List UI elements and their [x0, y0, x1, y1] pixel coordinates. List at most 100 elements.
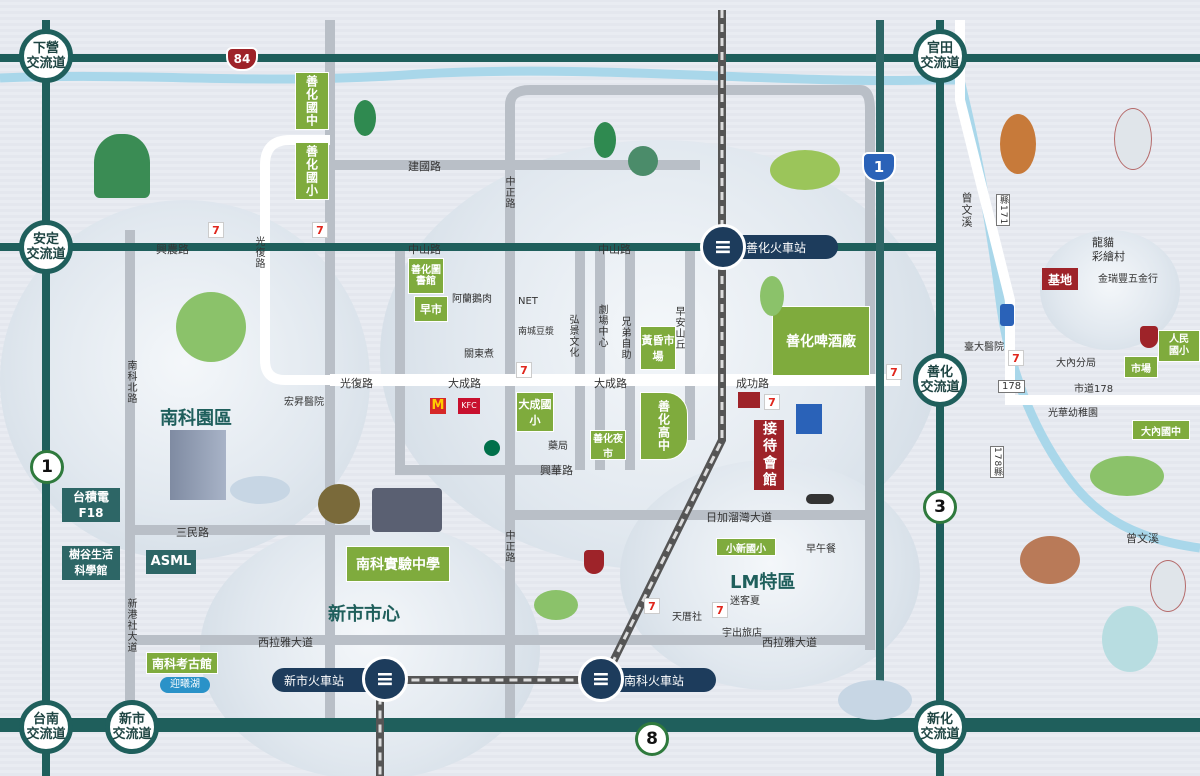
poi-label-4: 關東煮	[464, 349, 494, 360]
nanke-station-icon: ≡	[578, 656, 624, 702]
seven-eleven-icon: 7	[644, 598, 660, 614]
poi-label-8: 早午餐	[806, 544, 836, 555]
poi-label-12: 光華幼稚園	[1048, 408, 1098, 419]
starbucks-icon	[484, 440, 500, 456]
shanhua-library: 善化圖書館	[408, 258, 444, 294]
poi-label-6: 藥局	[548, 441, 568, 452]
poi-label-14: 早安山丘	[673, 306, 684, 350]
building-icon	[372, 488, 442, 532]
road-xilaya-a: 西拉雅大道	[258, 636, 313, 649]
road-chenggong: 成功路	[736, 377, 769, 390]
road-zhongshan-a: 中山路	[408, 243, 441, 256]
road-zhongzheng: 中正路	[503, 176, 514, 209]
seven-eleven-icon: 7	[712, 602, 728, 618]
xiaoxin-elementary: 小新國小	[716, 538, 776, 556]
xinhua-interchange: 新化 交流道	[913, 700, 967, 754]
poi-label-2: 南城豆漿	[518, 327, 555, 337]
tree-icon	[594, 122, 616, 158]
morning-market: 早市	[414, 296, 448, 322]
poi-label-net: NET	[518, 296, 538, 307]
tree-icon	[1114, 108, 1152, 170]
tree-icon	[628, 146, 658, 176]
poi-label-15: 金瑞豐五金行	[1098, 274, 1158, 285]
poi-label-11: 宇出旅店	[722, 628, 762, 639]
tree-icon	[1102, 606, 1158, 672]
road-city-178: 市道178	[1074, 384, 1114, 395]
district-xinshi-center: 新市市心	[328, 604, 400, 625]
tree-icon	[1090, 456, 1164, 496]
shanhua-senior-high: 善化高中	[640, 392, 688, 460]
tree-icon	[1000, 114, 1036, 174]
dusk-market: 黃昏市場	[640, 326, 676, 370]
highway-1-west-badge: 1	[30, 450, 64, 484]
poi-label-10: 天厝社	[672, 612, 702, 623]
base-marker	[738, 392, 760, 408]
seven-eleven-icon: 7	[516, 362, 532, 378]
shanhua-station-icon: ≡	[700, 224, 746, 270]
gas-station-icon	[1000, 304, 1014, 326]
tree-icon	[94, 134, 150, 198]
dacheng-elementary: 大成國小	[516, 392, 554, 432]
seven-eleven-icon: 7	[208, 222, 224, 238]
market-east: 市場	[1124, 356, 1158, 378]
tree-icon	[318, 484, 360, 524]
guantian-interchange: 官田 交流道	[913, 29, 967, 83]
highway-3-badge: 3	[923, 490, 957, 524]
tree-icon	[176, 292, 246, 362]
mcdonalds-icon: M	[430, 398, 446, 414]
road-dacheng-a: 大成路	[448, 377, 481, 390]
tree-icon	[770, 150, 840, 190]
dog-icon	[806, 494, 834, 504]
danei-junior-high: 大內國中	[1132, 420, 1190, 440]
shugu-science-museum: 樹谷生活 科學館	[62, 546, 120, 580]
road-zhonggong: 中正路	[503, 530, 514, 563]
shanhua-brewery: 善化啤酒廠	[772, 306, 870, 376]
road-county-171: 縣171	[996, 194, 1010, 227]
road-xingnong: 興農路	[156, 243, 189, 256]
road-guangfu-h: 光復路	[340, 377, 373, 390]
seven-eleven-icon: 7	[312, 222, 328, 238]
police-icon	[584, 550, 604, 574]
poi-label-18: 宏昇醫院	[284, 397, 324, 408]
building-icon	[170, 430, 226, 500]
road-xinghua: 興華路	[540, 464, 573, 477]
renmin-elementary: 人民 國小	[1158, 330, 1200, 362]
asml: ASML	[146, 550, 196, 574]
road-dacheng-b: 大成路	[594, 377, 627, 390]
poi-label-5: 兄弟自助	[619, 316, 630, 360]
poi-label-3: 劇場中心	[596, 304, 607, 348]
police-icon	[1140, 326, 1158, 348]
poi-label-1: 阿蘭鵝肉	[452, 294, 492, 305]
shanhua-interchange: 善化 交流道	[913, 353, 967, 407]
highway-1-badge: 1	[862, 152, 896, 182]
road-zhongshan-b: 中山路	[598, 243, 631, 256]
road-guangfu-v: 光復路	[253, 236, 264, 269]
road-rijia: 日加溜灣大道	[706, 511, 772, 524]
reception-center: 接待會館	[754, 420, 784, 490]
tree-icon	[760, 276, 784, 316]
tainan-interchange: 台南 交流道	[19, 700, 73, 754]
poi-label-9: 迷客夏	[730, 596, 760, 607]
building-icon	[796, 404, 822, 434]
kfc-icon: KFC	[458, 398, 480, 414]
tree-icon	[1020, 536, 1080, 584]
seven-eleven-icon: 7	[764, 394, 780, 410]
tree-icon	[838, 680, 912, 720]
xinshi-interchange: 新市 交流道	[105, 700, 159, 754]
anding-interchange: 安定 交流道	[19, 220, 73, 274]
creek-zengwen-north: 曾文溪	[960, 192, 973, 228]
road-county-178: 178縣	[990, 446, 1004, 479]
road-xilaya-b: 西拉雅大道	[762, 636, 817, 649]
district-nanke-park: 南科園區	[160, 408, 232, 429]
base-site: 基地	[1042, 268, 1078, 290]
yingxi-lake: 迎曦湖	[160, 677, 210, 693]
poi-label-16: 龍貓 彩繪村	[1092, 236, 1125, 263]
shanhua-elementary: 善化國小	[295, 142, 329, 200]
shanhua-night-market: 善化夜市	[590, 430, 626, 460]
shanhua-junior-high: 善化國中	[295, 72, 329, 130]
highway-8-badge: 8	[635, 722, 669, 756]
tree-icon	[230, 476, 290, 504]
tree-icon	[534, 590, 578, 620]
road-xingang: 新港社大道	[125, 598, 136, 653]
poi-label-17: 大內分局	[1056, 358, 1096, 369]
